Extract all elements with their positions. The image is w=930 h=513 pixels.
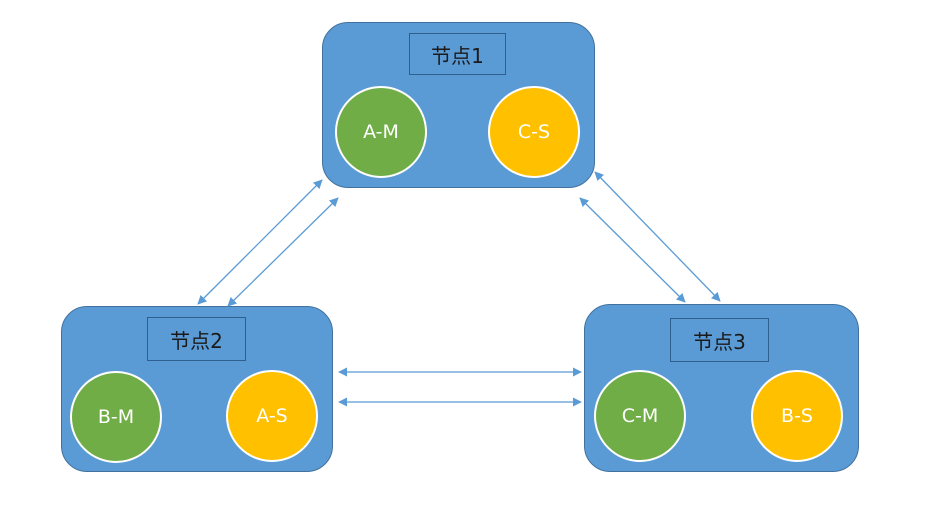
link-node1-node3-a — [579, 197, 686, 303]
node-2-label: 节点2 — [147, 317, 246, 361]
node-2-slave-shard: A-S — [226, 370, 318, 462]
link-node1-node2-b — [227, 197, 339, 307]
node-2-master-shard: B-M — [70, 371, 162, 463]
node-1-master-shard: A-M — [335, 86, 427, 178]
link-node1-node2-a — [197, 179, 323, 305]
node-1-box: 节点1 A-M C-S — [322, 22, 595, 188]
node-3-slave-shard: B-S — [751, 370, 843, 462]
node-3-master-shard: C-M — [594, 370, 686, 462]
node-1-slave-shard: C-S — [488, 86, 580, 178]
node-2-box: 节点2 B-M A-S — [61, 306, 333, 472]
node-3-box: 节点3 C-M B-S — [584, 304, 859, 472]
link-node1-node3-b — [594, 171, 721, 302]
node-3-label: 节点3 — [670, 318, 769, 362]
node-1-label: 节点1 — [409, 33, 506, 75]
